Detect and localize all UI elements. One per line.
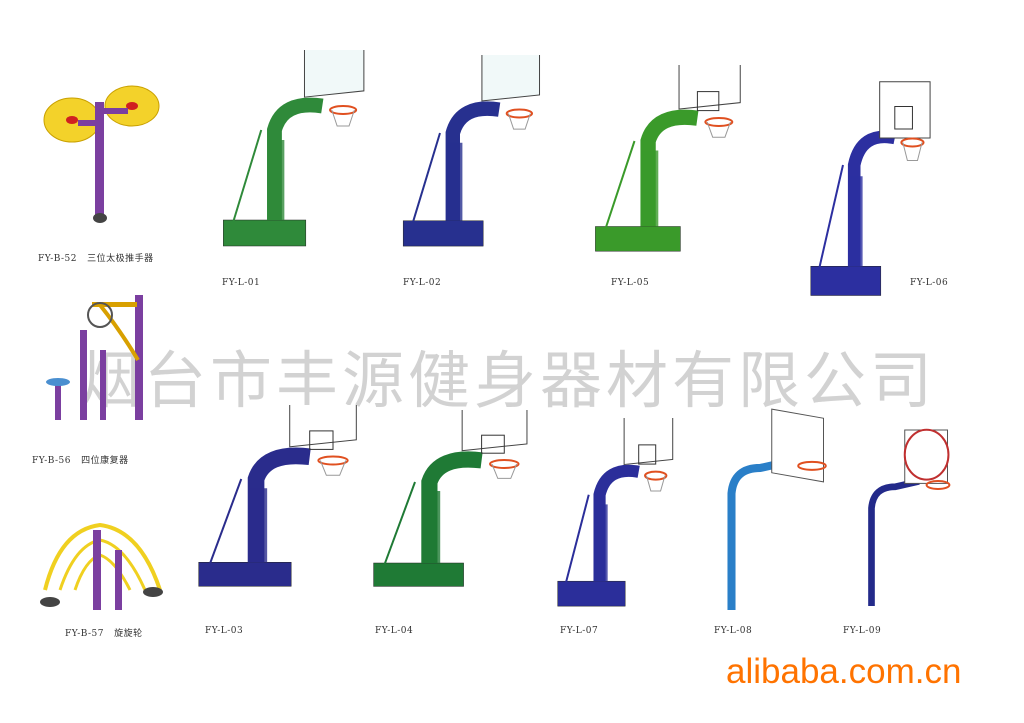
product-label: FY-L-02 — [403, 278, 442, 288]
product-image-fy-l-09 — [868, 428, 951, 606]
product-image-fy-l-01 — [223, 50, 365, 247]
product-label: FY-B-56 四位康复器 — [32, 456, 129, 466]
alibaba-watermark: alibaba.com.cn — [726, 652, 962, 691]
product-image-fy-b-57 — [40, 522, 163, 610]
product-label: FY-L-03 — [205, 626, 244, 636]
product-label: FY-B-52 三位太极推手器 — [38, 254, 154, 264]
product-image-fy-l-02 — [402, 55, 541, 247]
product-image-fy-l-07 — [557, 418, 674, 607]
product-label: FY-L-01 — [222, 278, 261, 288]
product-label: FY-L-07 — [560, 626, 599, 636]
product-image-fy-b-56 — [46, 295, 143, 420]
product-image-fy-l-03 — [198, 405, 357, 587]
product-label: FY-L-08 — [714, 626, 753, 636]
company-watermark: 烟台市丰源健身器材有限公司 — [78, 344, 937, 417]
product-image-fy-l-08 — [727, 408, 827, 610]
product-image-fy-b-52 — [43, 85, 160, 223]
product-label: FY-L-09 — [843, 626, 882, 636]
product-label: FY-L-04 — [375, 626, 414, 636]
product-label: FY-B-57 旋旋轮 — [65, 629, 143, 639]
product-image-fy-l-04 — [373, 410, 528, 587]
product-image-fy-l-05 — [595, 65, 741, 252]
product-label: FY-L-05 — [611, 278, 650, 288]
product-image-fy-l-06 — [810, 81, 931, 296]
product-label: FY-L-06 — [910, 278, 949, 288]
